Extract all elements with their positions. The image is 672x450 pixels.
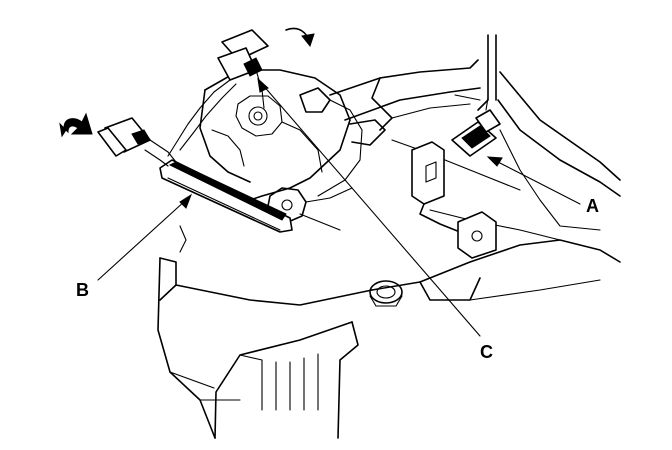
callout-a: A <box>586 196 599 216</box>
bracket-plate <box>159 159 293 233</box>
top-connector <box>167 29 269 157</box>
curved-arrow-icon <box>59 112 93 138</box>
callout-c: C <box>480 342 493 362</box>
right-connector <box>451 97 501 157</box>
curved-arrow-icon <box>285 27 315 48</box>
clip-bracket <box>411 141 497 259</box>
callout-b: B <box>76 280 89 300</box>
leader-line-b <box>97 193 193 281</box>
bracket-assembly <box>199 69 386 231</box>
left-connector <box>97 117 177 167</box>
grommet <box>369 280 403 307</box>
leader-line-a <box>486 156 581 205</box>
lower-housing <box>157 225 621 439</box>
leader-line-c <box>257 77 481 337</box>
